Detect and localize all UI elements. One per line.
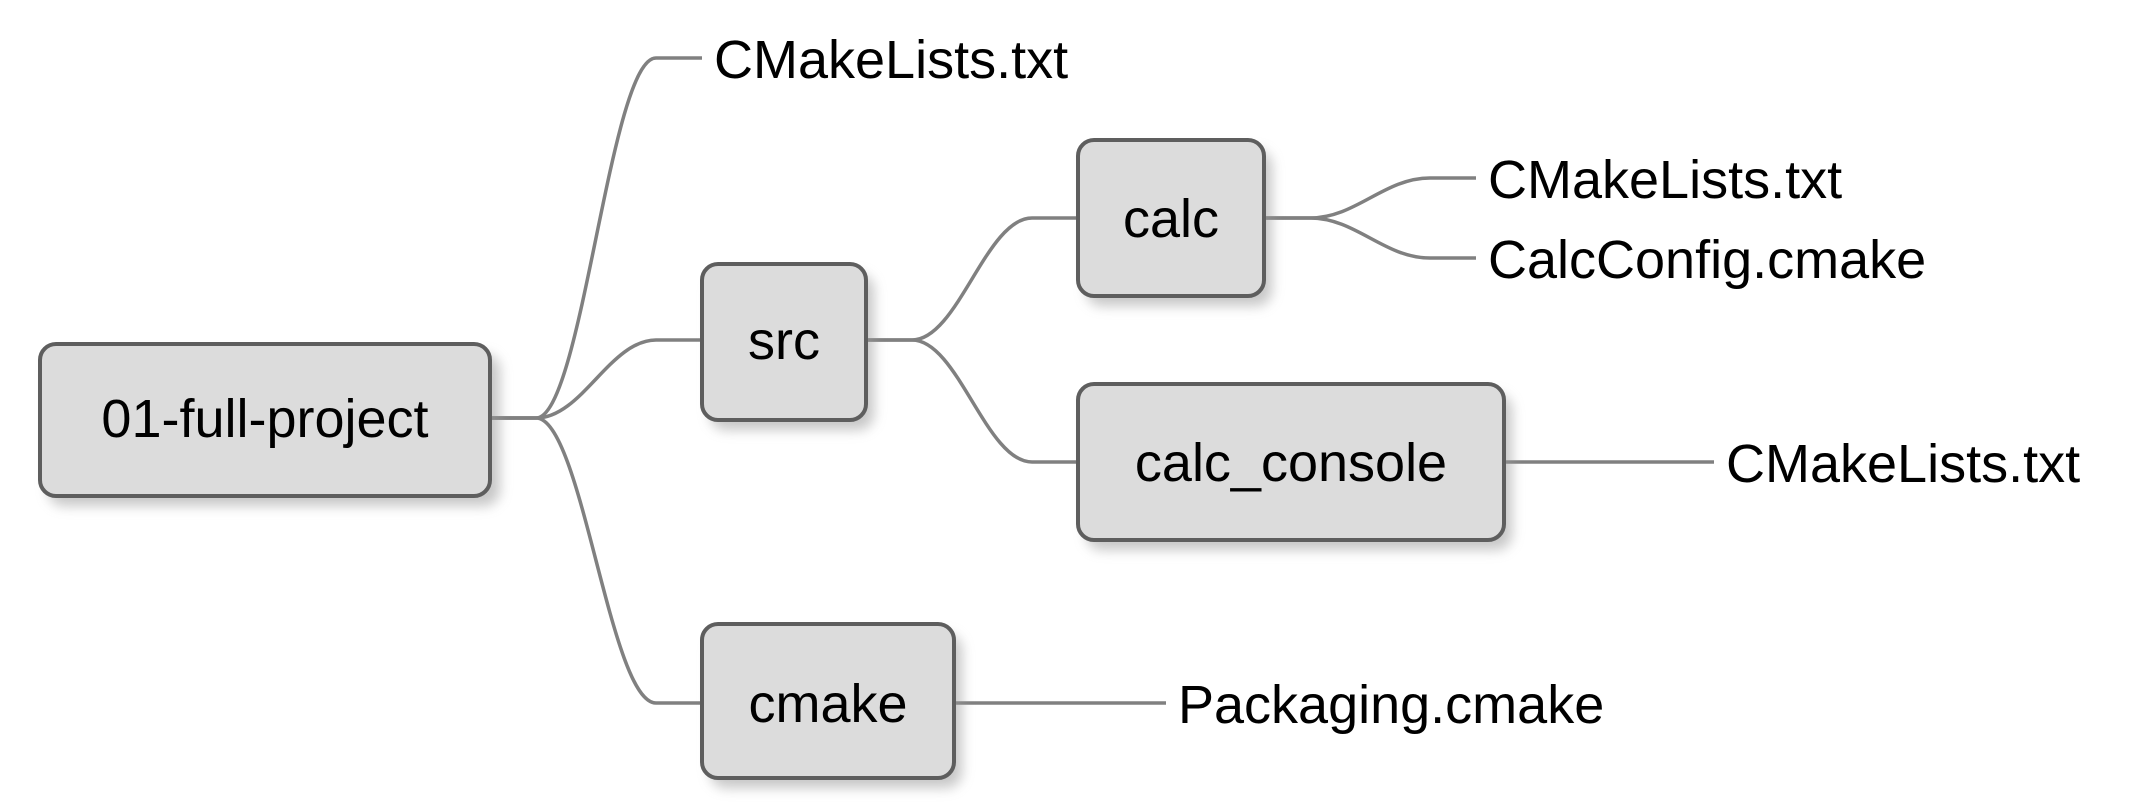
- leaf-root-cmakelists[interactable]: CMakeLists.txt: [714, 30, 1068, 90]
- node-calc[interactable]: calc: [1076, 138, 1272, 306]
- leaf-calc-cmakelists[interactable]: CMakeLists.txt: [1488, 150, 1842, 210]
- leaf-cmake-packaging[interactable]: Packaging.cmake: [1178, 675, 1604, 735]
- node-root-label: 01-full-project: [101, 389, 428, 449]
- node-calc-console[interactable]: calc_console: [1076, 382, 1512, 550]
- node-root[interactable]: 01-full-project: [38, 342, 500, 506]
- node-cmake[interactable]: cmake: [700, 622, 962, 788]
- edge-root-cmake: [490, 416, 702, 705]
- edge-root-src: [490, 338, 702, 420]
- edge-src-calc-console: [866, 338, 1078, 464]
- edge-src-calc: [866, 216, 1078, 342]
- node-src-label: src: [748, 311, 820, 371]
- edges: [490, 56, 1714, 705]
- node-cmake-label: cmake: [748, 674, 907, 734]
- node-calc-label: calc: [1123, 189, 1219, 249]
- leaf-calc-calcconfig[interactable]: CalcConfig.cmake: [1488, 230, 1926, 290]
- node-calc-console-label: calc_console: [1135, 433, 1447, 493]
- node-src[interactable]: src: [700, 262, 874, 430]
- edge-calc-calcconfig: [1264, 216, 1476, 260]
- edge-root-cmakelists: [490, 56, 702, 420]
- leaf-calc-console-cmakelists[interactable]: CMakeLists.txt: [1726, 434, 2080, 494]
- edge-calc-cmakelists: [1264, 176, 1476, 220]
